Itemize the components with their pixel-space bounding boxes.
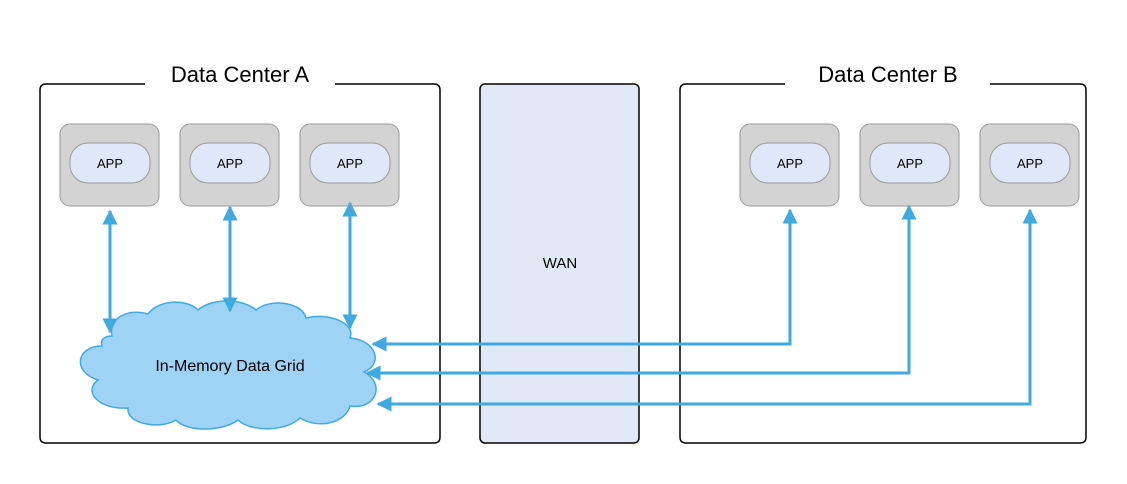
app-node[interactable]: APP — [739, 123, 840, 207]
app-node[interactable]: APP — [179, 123, 280, 207]
data-center-a: Data Center A APP APP APP In-Memory Data… — [39, 62, 441, 444]
data-center-b-border — [679, 83, 1087, 444]
data-center-a-border — [39, 83, 441, 444]
app-node[interactable]: APP — [59, 123, 160, 207]
app-label: APP — [217, 156, 243, 171]
app-node[interactable]: APP — [859, 123, 960, 207]
cloud-label: In-Memory Data Grid — [155, 358, 304, 375]
data-center-b-title: Data Center B — [818, 62, 957, 87]
wan-label: WAN — [543, 255, 577, 272]
data-center-b: Data Center B APP APP APP — [679, 62, 1087, 444]
app-label: APP — [1017, 156, 1043, 171]
data-center-a-title: Data Center A — [171, 62, 310, 87]
wan-zone: WAN — [479, 83, 640, 444]
app-label: APP — [97, 156, 123, 171]
app-node[interactable]: APP — [299, 123, 400, 207]
app-label: APP — [337, 156, 363, 171]
app-node[interactable]: APP — [979, 123, 1080, 207]
in-memory-data-grid[interactable]: In-Memory Data Grid — [79, 300, 377, 430]
app-label: APP — [777, 156, 803, 171]
wan-connector — [376, 208, 1038, 412]
app-label: APP — [897, 156, 923, 171]
